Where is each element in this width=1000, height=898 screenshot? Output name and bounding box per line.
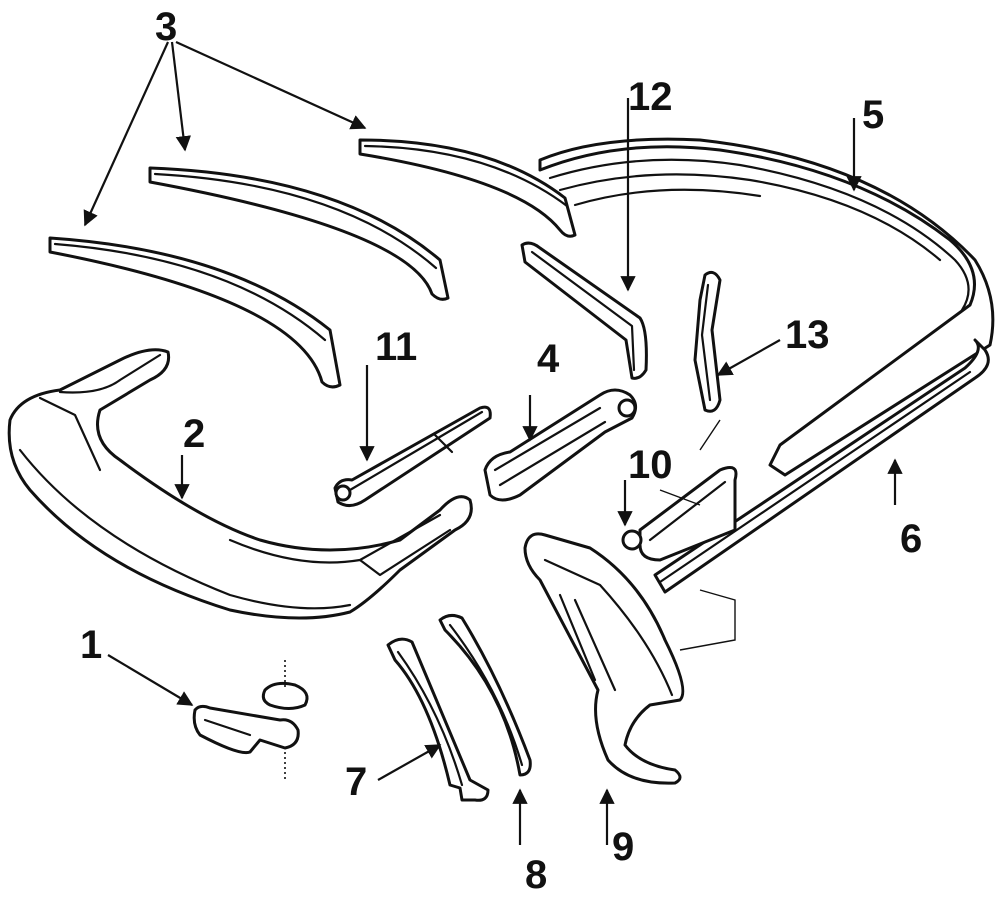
part-8-strip bbox=[438, 613, 532, 777]
callout-5: 5 bbox=[862, 93, 884, 137]
callout-labels: 3 2 11 4 12 5 6 13 10 1 7 8 9 bbox=[80, 5, 922, 897]
part-9-main-bracket bbox=[523, 532, 736, 785]
part-10-pivot bbox=[621, 419, 738, 562]
callout-10: 10 bbox=[628, 443, 673, 487]
part-2-rear-bow bbox=[7, 348, 473, 620]
callout-3: 3 bbox=[155, 5, 177, 49]
callout-8: 8 bbox=[525, 853, 547, 897]
part-5-rear-frame bbox=[538, 137, 995, 477]
part-12-bracket bbox=[520, 241, 648, 380]
callout-9: 9 bbox=[612, 825, 634, 869]
part-11-arm bbox=[333, 405, 492, 507]
part-7-strip bbox=[386, 637, 490, 802]
part-6-side-rail bbox=[653, 338, 990, 594]
callout-12: 12 bbox=[628, 75, 673, 119]
callout-4: 4 bbox=[537, 337, 560, 381]
callout-7: 7 bbox=[345, 760, 367, 804]
callout-2: 2 bbox=[183, 412, 205, 456]
leader-lines bbox=[83, 40, 903, 845]
callout-11: 11 bbox=[375, 325, 417, 369]
part-1-latch bbox=[192, 660, 309, 780]
callout-1: 1 bbox=[80, 623, 102, 667]
callout-13: 13 bbox=[785, 313, 830, 357]
part-3-top-bows bbox=[48, 138, 577, 389]
part-13-link bbox=[693, 270, 722, 413]
callout-6: 6 bbox=[900, 517, 922, 561]
part-4-hinge bbox=[483, 388, 637, 502]
